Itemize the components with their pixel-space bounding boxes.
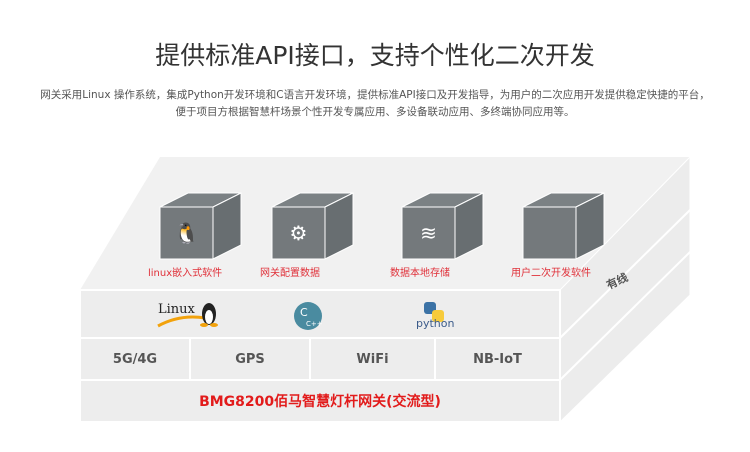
comm-gps: GPS bbox=[235, 351, 265, 367]
cube-label: linux嵌入式软件 bbox=[148, 268, 223, 279]
cube-linux-penguin-icon: 🐧 bbox=[159, 192, 242, 260]
svg-text:Linux: Linux bbox=[158, 302, 196, 317]
svg-text:C: C bbox=[300, 306, 308, 319]
c-cpp-logo: C C++ bbox=[294, 302, 323, 330]
linux-logo: Linux bbox=[157, 302, 218, 328]
svg-text:python: python bbox=[416, 317, 455, 330]
product-name: BMG8200佰马智慧灯杆网关(交流型) bbox=[199, 394, 441, 410]
description: 网关采用Linux 操作系统，集成Python开发环境和C语言开发环境，提供标准… bbox=[0, 87, 750, 121]
svg-text:C++: C++ bbox=[306, 320, 323, 328]
cube-gear-database-icon: ⚙ bbox=[271, 192, 354, 260]
page-title: 提供标准API接口，支持个性化二次开发 bbox=[155, 41, 595, 70]
desc-line-1: 网关采用Linux 操作系统，集成Python开发环境和C语言开发环境，提供标准… bbox=[40, 89, 710, 101]
cube-label: 网关配置数据 bbox=[260, 268, 320, 279]
gear-database-icon: ⚙ bbox=[290, 221, 308, 245]
cube-database-icon: ≋ bbox=[401, 192, 484, 260]
cube-label: 数据本地存储 bbox=[390, 268, 450, 279]
comm-nbiot: NB-IoT bbox=[473, 351, 522, 367]
python-logo: python bbox=[416, 302, 455, 330]
comm-5g4g: 5G/4G bbox=[112, 351, 158, 367]
cube-code-window-icon bbox=[522, 192, 605, 260]
desc-line-2: 便于项目方根据智慧杆场景个性开发专属应用、多设备联动应用、多终端协同应用等。 bbox=[175, 106, 575, 118]
database-icon: ≋ bbox=[420, 221, 437, 245]
cube-label: 用户二次开发软件 bbox=[511, 268, 591, 279]
comm-wifi: WiFi bbox=[356, 351, 389, 367]
linux-penguin-icon: 🐧 bbox=[174, 221, 199, 245]
